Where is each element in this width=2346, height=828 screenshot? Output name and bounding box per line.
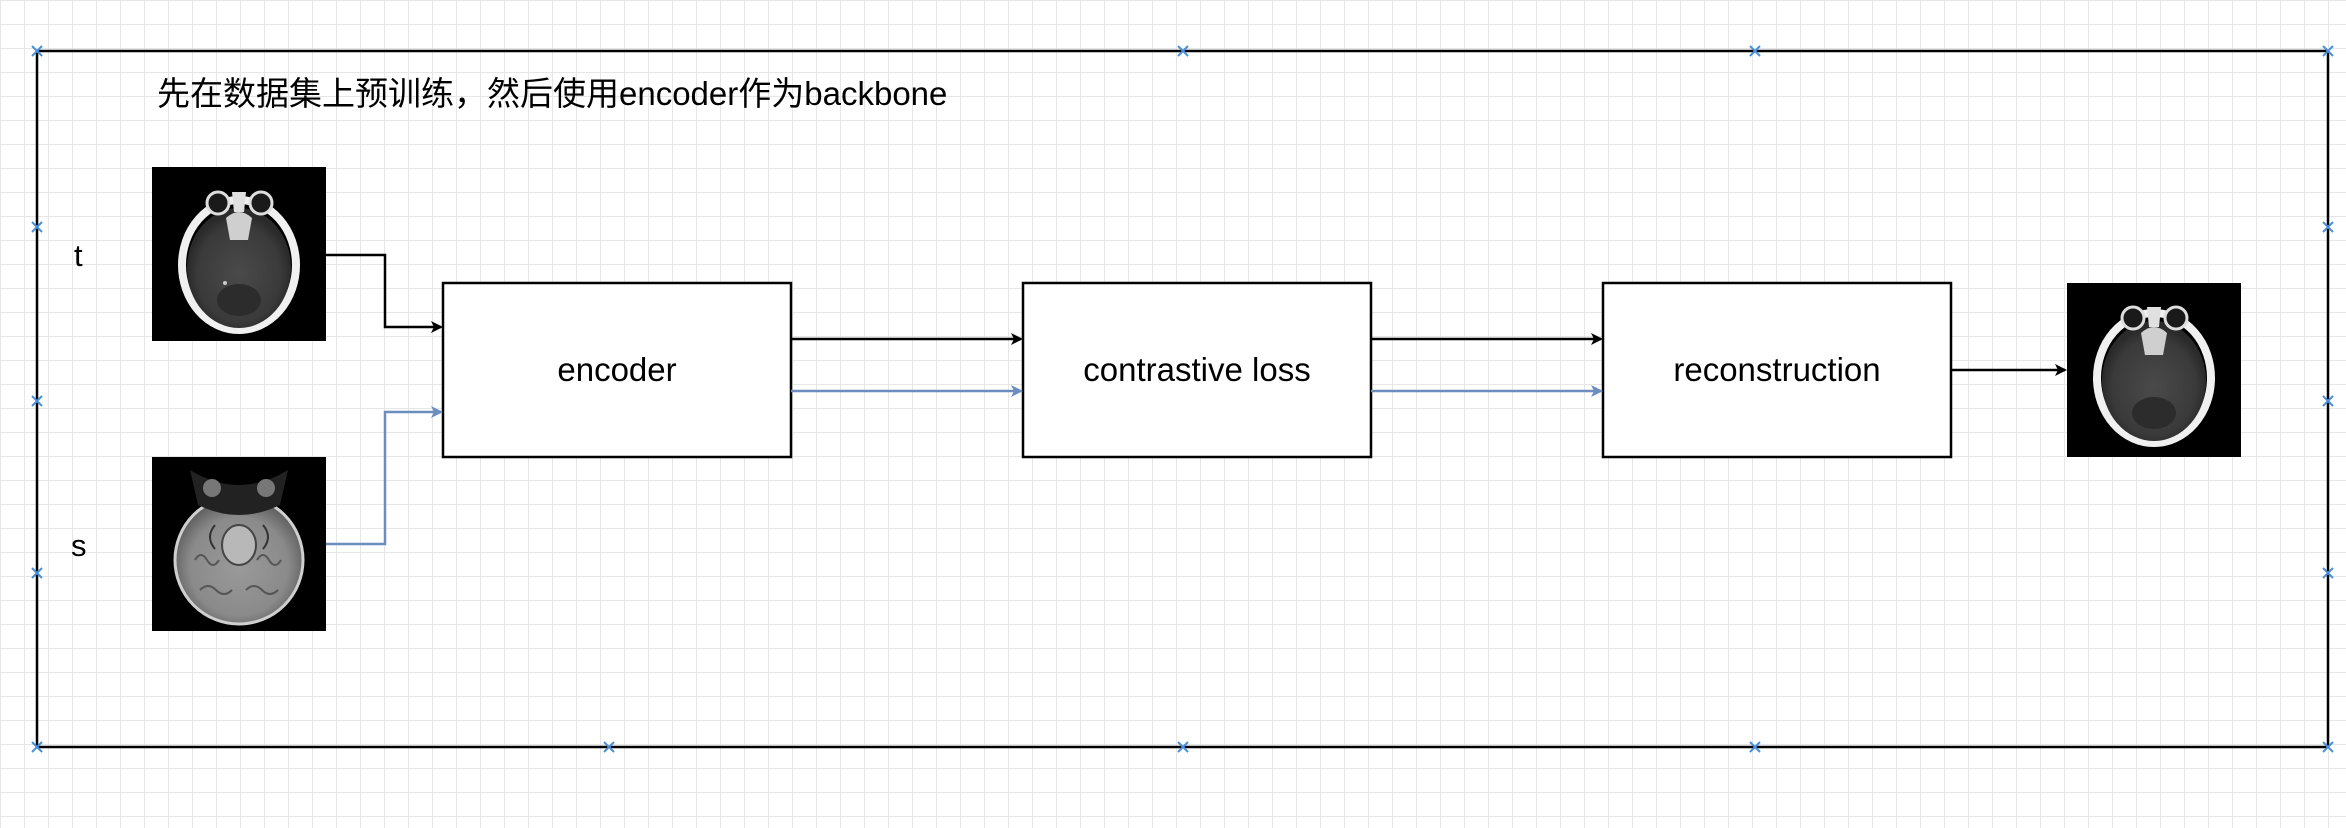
selection-handle <box>1177 741 1189 753</box>
selection-handle <box>31 567 43 579</box>
edge-t-to-encoder[interactable] <box>326 253 443 333</box>
diagram-title[interactable]: 先在数据集上预训练，然后使用encoder作为backbone <box>157 75 948 112</box>
edge-s-to-encoder[interactable] <box>326 406 443 546</box>
selection-handle <box>1749 741 1761 753</box>
selection-handle <box>603 741 615 753</box>
selection-handle <box>1177 45 1189 57</box>
selection-handle <box>2322 741 2334 753</box>
selection-handle <box>31 395 43 407</box>
selection-handle <box>31 221 43 233</box>
selection-handle <box>2322 221 2334 233</box>
input-label-s[interactable]: s <box>71 528 87 563</box>
mri-scan-input-image[interactable] <box>152 457 326 631</box>
input-label-t[interactable]: t <box>74 238 83 273</box>
selection-handle <box>2322 567 2334 579</box>
encoder-label: encoder <box>557 351 677 388</box>
selection-handle <box>31 45 43 57</box>
encoder-block[interactable] <box>441 281 793 459</box>
reconstructed-ct-output-image[interactable] <box>2067 283 2241 457</box>
contrastive-loss-block[interactable] <box>1021 281 1373 459</box>
selection-handle <box>31 741 43 753</box>
selection-handle <box>2322 395 2334 407</box>
selection-handle <box>1749 45 1761 57</box>
selection-handles[interactable] <box>31 45 2334 753</box>
selection-handle <box>2322 45 2334 57</box>
ct-scan-input-image[interactable] <box>152 167 326 341</box>
reconstruction-label: reconstruction <box>1673 351 1881 388</box>
reconstruction-block[interactable] <box>1601 281 1953 459</box>
contrastive-loss-label: contrastive loss <box>1083 351 1311 388</box>
